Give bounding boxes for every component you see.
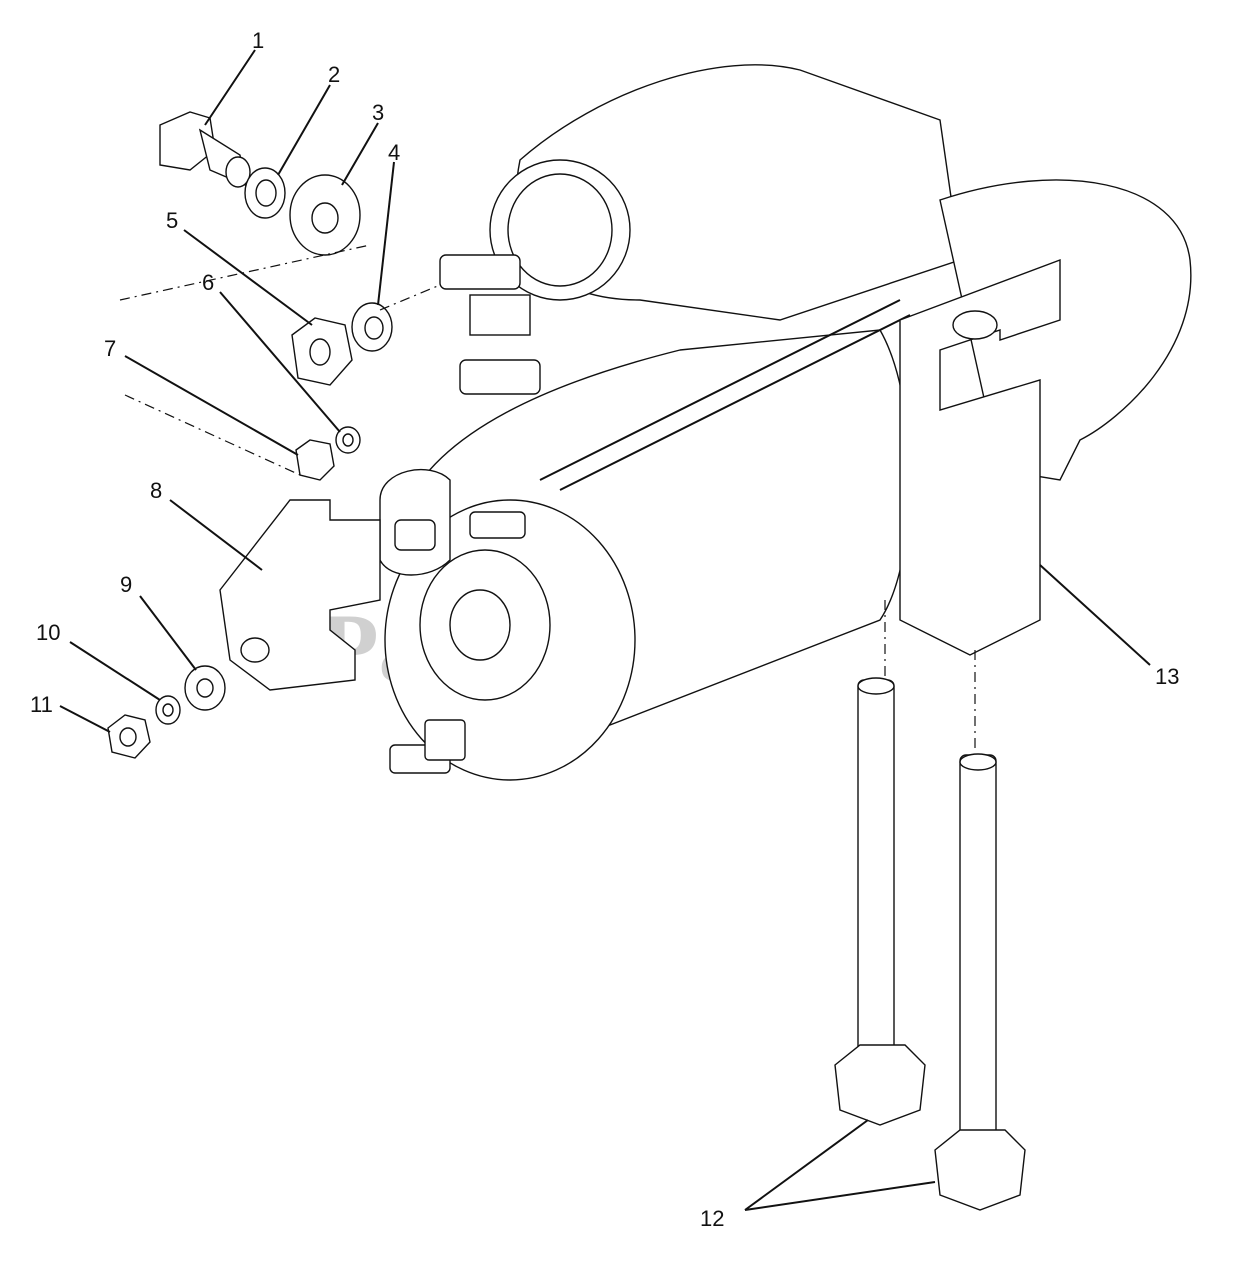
- bracket: [219, 499, 381, 691]
- callout-11: 11: [30, 692, 53, 717]
- part-7-nut: [295, 439, 335, 481]
- callout-5: 5: [166, 208, 178, 233]
- callout-2: 2: [328, 62, 340, 87]
- hardware-stack-bottom: [107, 665, 226, 759]
- callout-4: 4: [388, 140, 400, 165]
- callout-7: 7: [104, 336, 116, 361]
- callout-1: 1: [252, 28, 264, 53]
- leader-lines: [59, 49, 1151, 1211]
- starter-motor: [379, 64, 1192, 781]
- callout-10: 10: [36, 620, 60, 645]
- callout-8: 8: [150, 478, 162, 503]
- callout-labels: 1 2 3 4 5 6 7 8 9 10 11 12 13: [30, 28, 1179, 1231]
- callout-12: 12: [700, 1206, 724, 1231]
- long-bolts: [834, 600, 1026, 1211]
- hardware-stack-top: [119, 111, 441, 481]
- callout-9: 9: [120, 572, 132, 597]
- callout-3: 3: [372, 100, 384, 125]
- mounting-block: [899, 258, 1061, 656]
- callout-13: 13: [1155, 664, 1179, 689]
- callout-6: 6: [202, 270, 214, 295]
